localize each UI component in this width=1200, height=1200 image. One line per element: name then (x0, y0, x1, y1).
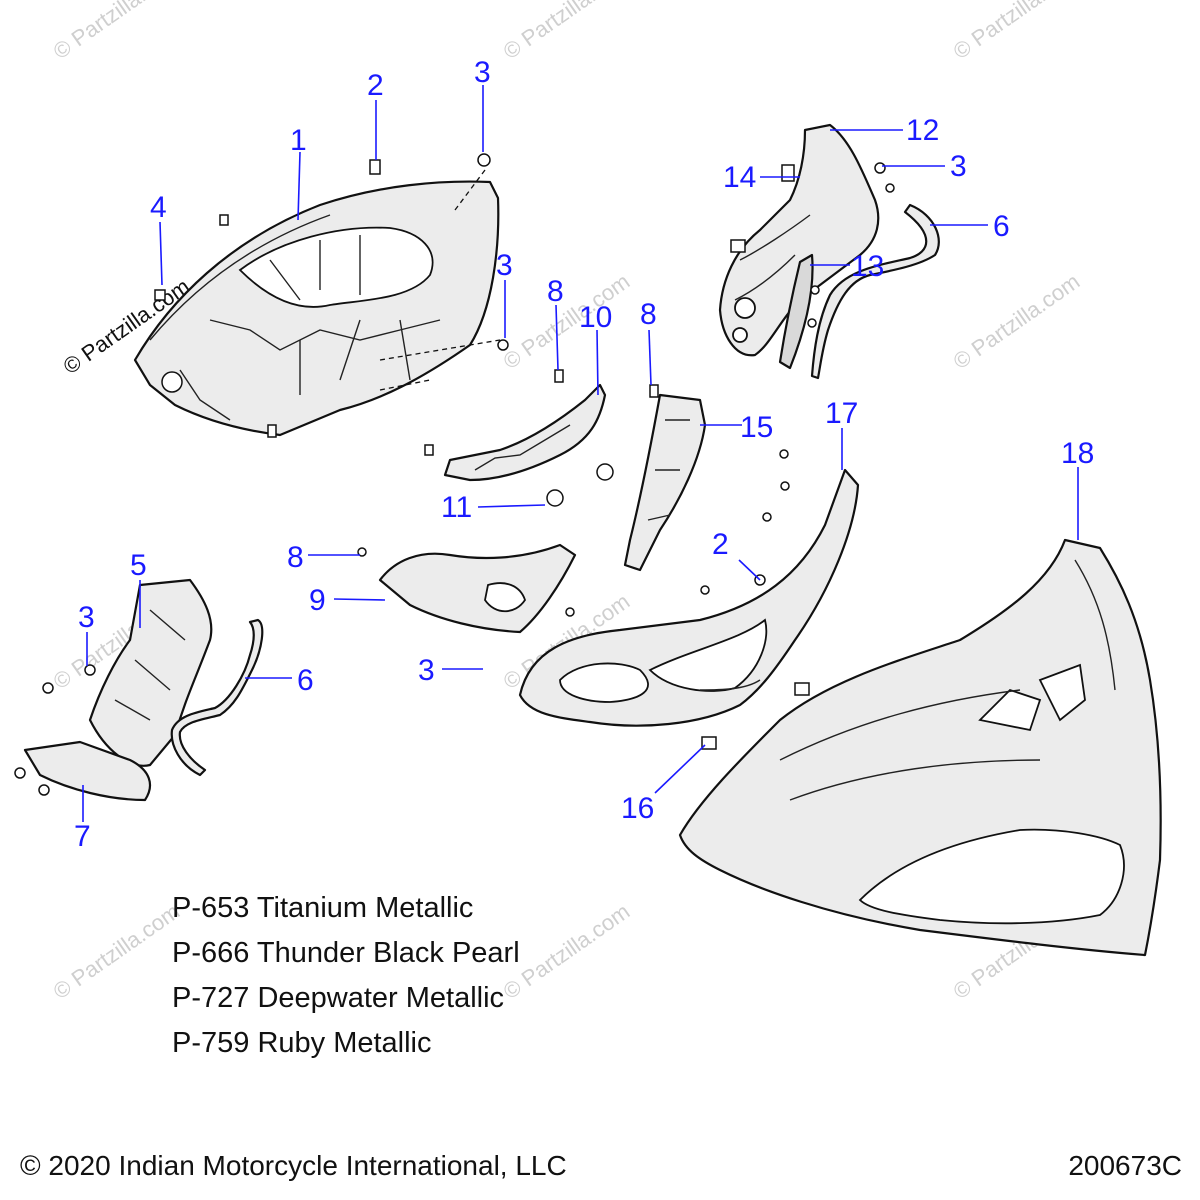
callout-4: 4 (150, 191, 167, 224)
callout-14: 14 (723, 161, 756, 194)
paint-code-line: P-666 Thunder Black Pearl (172, 937, 520, 969)
duct-part-15 (623, 393, 790, 572)
callout-10: 10 (579, 301, 612, 334)
callout-13: 13 (851, 250, 884, 283)
callout-17: 17 (825, 397, 858, 430)
inner-panel-part-17 (518, 468, 860, 750)
diagram-number: 200673C (1068, 1150, 1182, 1181)
outer-fairing-part-18 (678, 538, 1162, 957)
callout-2: 2 (712, 528, 729, 561)
bracket-part-13 (778, 253, 820, 370)
callout-18: 18 (1061, 437, 1094, 470)
callout-6: 6 (297, 664, 314, 697)
watermark: © Partzilla.com (949, 0, 1085, 64)
leader-lines (82, 85, 1079, 822)
callout-1: 1 (290, 124, 307, 157)
watermark: © Partzilla.com (499, 269, 635, 375)
watermark: © Partzilla.com (949, 269, 1085, 375)
watermark: © Partzilla.com (49, 899, 185, 1005)
callout-8: 8 (547, 275, 564, 308)
callout-15: 15 (740, 411, 773, 444)
callout-16: 16 (621, 792, 654, 825)
callout-3: 3 (474, 56, 491, 89)
trim-seal-part-6-upper (810, 203, 940, 380)
callout-2: 2 (367, 69, 384, 102)
watermark: © Partzilla.com (49, 0, 185, 64)
bracket-part-12 (718, 123, 895, 357)
callout-7: 7 (74, 820, 91, 853)
callout-3: 3 (78, 601, 95, 634)
callout-3: 3 (496, 249, 513, 282)
paint-code-line: P-653 Titanium Metallic (172, 892, 474, 924)
lower-cover-part-7 (14, 740, 152, 802)
callout-8: 8 (640, 298, 657, 331)
bracket-part-10 (424, 369, 659, 507)
callout-6: 6 (993, 210, 1010, 243)
copyright-notice: © 2020 Indian Motorcycle International, … (20, 1150, 567, 1181)
trim-seal-part-6-lower (170, 618, 264, 777)
callout-3: 3 (950, 150, 967, 183)
callout-8: 8 (287, 541, 304, 574)
callout-labels: 1 2 3 3 3 3 3 4 5 6 6 7 8 8 8 9 10 11 12… (74, 56, 1094, 853)
callout-9: 9 (309, 584, 326, 617)
inner-fairing-part-1 (133, 153, 509, 438)
callout-3: 3 (418, 654, 435, 687)
air-deflector-part-9 (357, 543, 577, 634)
callout-12: 12 (906, 114, 939, 147)
callout-11: 11 (441, 491, 472, 524)
watermark: © Partzilla.com (499, 0, 635, 64)
paint-code-line: P-759 Ruby Metallic (172, 1027, 432, 1059)
paint-code-line: P-727 Deepwater Metallic (172, 982, 505, 1014)
side-cover-part-5 (42, 578, 213, 767)
callout-5: 5 (130, 549, 147, 582)
